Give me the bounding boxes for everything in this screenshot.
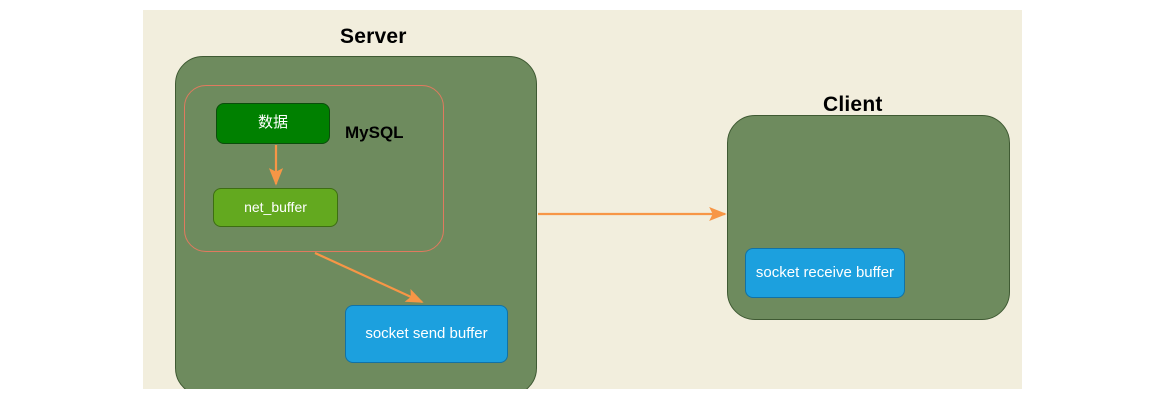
net-buffer-node: net_buffer xyxy=(213,188,338,227)
mysql-label: MySQL xyxy=(345,123,404,142)
client-title: Client xyxy=(823,93,883,116)
data-node: 数据 xyxy=(216,103,330,144)
socket-send-buffer-node: socket send buffer xyxy=(345,305,508,363)
mysql-boundary xyxy=(184,85,444,252)
diagram-canvas: Server Client MySQL 数据 net_buffer socket… xyxy=(143,10,1022,389)
socket-receive-buffer-node: socket receive buffer xyxy=(745,248,905,298)
server-title: Server xyxy=(340,25,407,48)
